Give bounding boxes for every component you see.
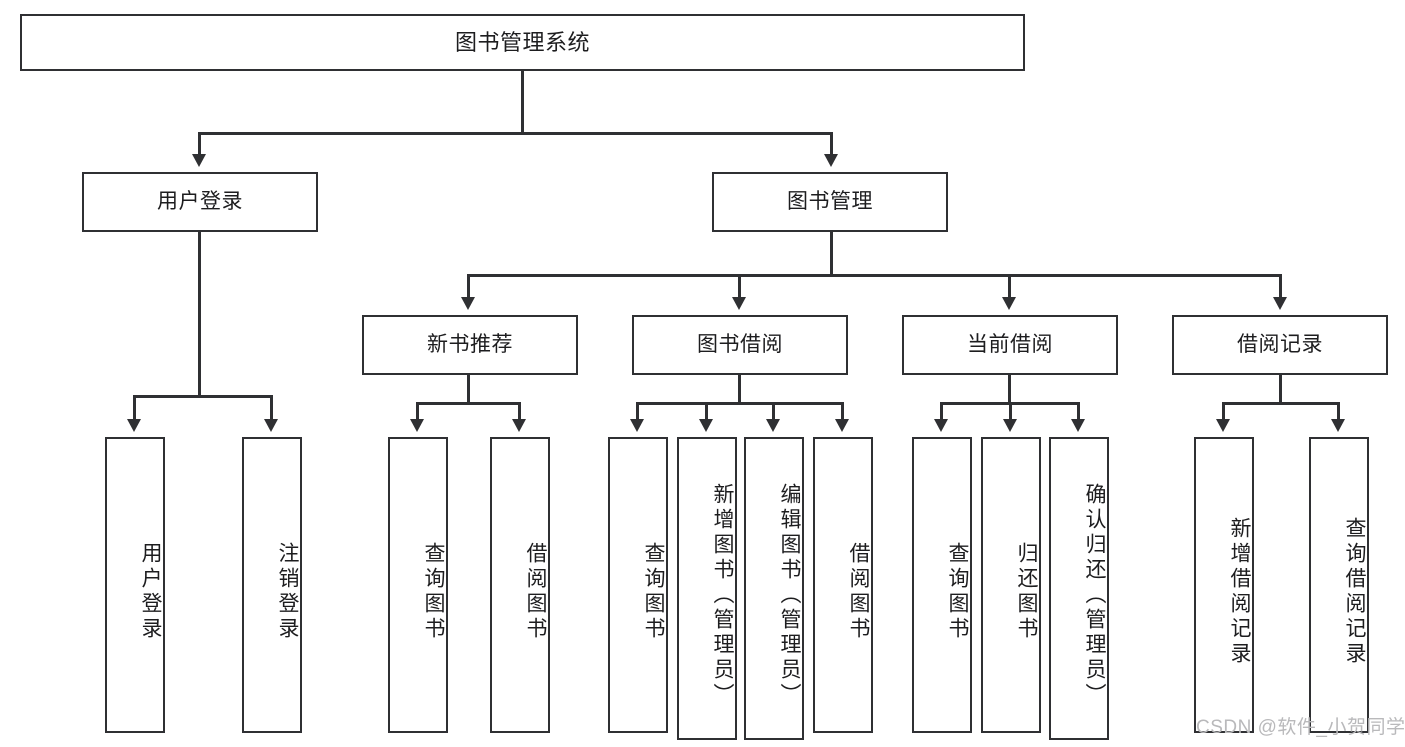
connector-book-mgmt-bus <box>467 274 1279 277</box>
connector-book-borrow-to-leaf-3 <box>772 402 775 421</box>
node-user-login[interactable]: 用户登录 <box>82 172 318 232</box>
arrow-book-borrow-to-leaf-1 <box>630 419 644 432</box>
connector-current-borrow-to-leaf-2 <box>1009 402 1012 421</box>
leaf-logout[interactable]: 注销登录 <box>242 437 302 733</box>
connector-user-login-to-leaf-1 <box>133 395 136 421</box>
arrow-root-to-user-login <box>192 154 206 167</box>
connector-borrow-record-bus <box>1222 402 1339 405</box>
connector-book-mgmt-to-new-book-rec <box>467 274 470 299</box>
connector-root-stem <box>521 71 524 133</box>
connector-root-to-user-login <box>198 132 201 156</box>
connector-root-bus <box>198 132 832 135</box>
leaf-edit-book-admin[interactable]: 编辑图书（管理员） <box>744 437 804 740</box>
leaf-query-book-new-rec[interactable]: 查询图书 <box>388 437 448 733</box>
node-book-borrowing[interactable]: 图书借阅 <box>632 315 848 375</box>
connector-current-borrow-to-leaf-1 <box>940 402 943 421</box>
leaf-add-book-admin[interactable]: 新增图书（管理员） <box>677 437 737 740</box>
leaf-return-book[interactable]: 归还图书 <box>981 437 1041 733</box>
connector-user-login-bus <box>133 395 270 398</box>
node-root-book-management-system[interactable]: 图书管理系统 <box>20 14 1025 71</box>
connector-book-mgmt-to-current-borrow <box>1008 274 1011 299</box>
connector-new-book-rec-to-leaf-2 <box>518 402 521 421</box>
arrow-current-borrow-to-leaf-2 <box>1003 419 1017 432</box>
connector-borrow-record-stem <box>1279 375 1282 403</box>
arrow-book-borrow-to-leaf-2 <box>699 419 713 432</box>
arrow-book-mgmt-to-current-borrow <box>1002 297 1016 310</box>
connector-new-book-rec-stem <box>467 375 470 403</box>
connector-book-borrow-to-leaf-4 <box>841 402 844 421</box>
arrow-new-book-rec-to-leaf-2 <box>512 419 526 432</box>
arrow-current-borrow-to-leaf-3 <box>1071 419 1085 432</box>
node-new-book-recommendation[interactable]: 新书推荐 <box>362 315 578 375</box>
arrow-book-mgmt-to-borrow-record <box>1273 297 1287 310</box>
connector-book-mgmt-stem <box>830 232 833 275</box>
arrow-book-borrow-to-leaf-3 <box>766 419 780 432</box>
arrow-borrow-record-to-leaf-2 <box>1331 419 1345 432</box>
arrow-book-mgmt-to-book-borrow <box>732 297 746 310</box>
connector-book-borrow-stem <box>738 375 741 403</box>
leaf-confirm-return-admin[interactable]: 确认归还（管理员） <box>1049 437 1109 740</box>
leaf-query-book-borrowing[interactable]: 查询图书 <box>608 437 668 733</box>
connector-book-borrow-to-leaf-2 <box>705 402 708 421</box>
connector-current-borrow-stem <box>1008 375 1011 403</box>
arrow-borrow-record-to-leaf-1 <box>1216 419 1230 432</box>
leaf-query-book-current[interactable]: 查询图书 <box>912 437 972 733</box>
arrow-user-login-to-leaf-2 <box>264 419 278 432</box>
leaf-add-borrow-record[interactable]: 新增借阅记录 <box>1194 437 1254 733</box>
leaf-borrow-book-new-rec[interactable]: 借阅图书 <box>490 437 550 733</box>
arrow-user-login-to-leaf-1 <box>127 419 141 432</box>
connector-book-mgmt-to-book-borrow <box>738 274 741 299</box>
leaf-borrow-book-borrowing[interactable]: 借阅图书 <box>813 437 873 733</box>
connector-book-borrow-to-leaf-1 <box>636 402 639 421</box>
connector-new-book-rec-bus <box>416 402 520 405</box>
arrow-book-borrow-to-leaf-4 <box>835 419 849 432</box>
arrow-current-borrow-to-leaf-1 <box>934 419 948 432</box>
connector-root-to-book-mgmt <box>830 132 833 156</box>
node-current-borrowing[interactable]: 当前借阅 <box>902 315 1118 375</box>
connector-book-borrow-bus <box>636 402 843 405</box>
connector-borrow-record-to-leaf-1 <box>1222 402 1225 421</box>
leaf-query-borrow-record[interactable]: 查询借阅记录 <box>1309 437 1369 733</box>
connector-new-book-rec-to-leaf-1 <box>416 402 419 421</box>
arrow-root-to-book-mgmt <box>824 154 838 167</box>
connector-book-mgmt-to-borrow-record <box>1279 274 1282 299</box>
connector-current-borrow-to-leaf-3 <box>1077 402 1080 421</box>
connector-user-login-to-leaf-2 <box>270 395 273 421</box>
node-borrowing-record[interactable]: 借阅记录 <box>1172 315 1388 375</box>
arrow-book-mgmt-to-new-book-rec <box>461 297 475 310</box>
connector-borrow-record-to-leaf-2 <box>1337 402 1340 421</box>
leaf-user-login[interactable]: 用户登录 <box>105 437 165 733</box>
arrow-new-book-rec-to-leaf-1 <box>410 419 424 432</box>
node-book-management[interactable]: 图书管理 <box>712 172 948 232</box>
connector-user-login-stem <box>198 232 201 396</box>
